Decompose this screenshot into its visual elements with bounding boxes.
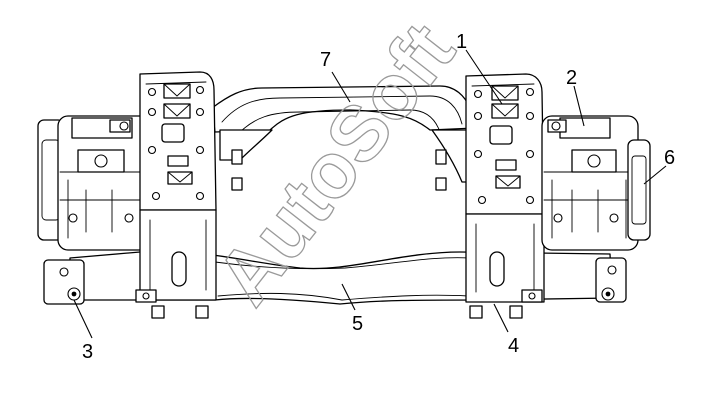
right-end-bracket	[595, 257, 627, 303]
callout-5: 5	[352, 313, 363, 335]
leader-7	[331, 71, 351, 103]
leader-5	[341, 283, 356, 311]
right-brake-caliper	[541, 115, 639, 251]
leader-3	[73, 299, 93, 339]
callout-6: 6	[664, 147, 675, 169]
callout-7: 7	[320, 49, 331, 71]
right-support-plate	[465, 73, 545, 319]
left-support-plate	[135, 71, 217, 319]
leader-1	[465, 49, 503, 105]
left-end-bracket	[43, 259, 85, 305]
callout-4: 4	[508, 335, 519, 357]
right-hub	[627, 139, 651, 241]
callout-3: 3	[82, 341, 93, 363]
leader-2	[573, 85, 585, 127]
left-brake-caliper	[37, 115, 159, 251]
leader-4	[493, 303, 509, 333]
leader-lines	[73, 49, 667, 339]
callout-2: 2	[566, 67, 577, 89]
leader-6	[643, 165, 667, 185]
callout-1: 1	[456, 31, 467, 53]
